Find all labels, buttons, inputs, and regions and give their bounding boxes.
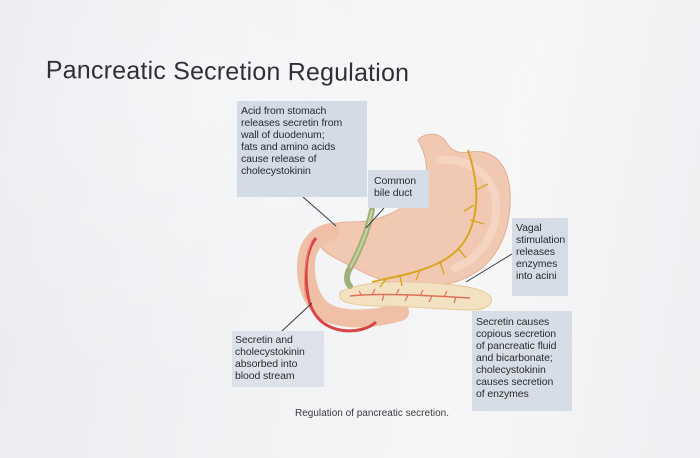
callout-secretin-absorbed-text: Secretin and cholecystokinin absorbed in… [235, 334, 305, 382]
blood-vessel-inner [303, 239, 313, 301]
stomach-highlight [436, 155, 501, 272]
pointer-acid [302, 196, 337, 227]
pointer-secretin-absorbed [281, 302, 313, 332]
callout-acid-secretin: Acid from stomach releases secretin from… [237, 101, 367, 197]
pancreatic-duct [349, 293, 471, 299]
callout-secretin-absorbed: Secretin and cholecystokinin absorbed in… [232, 331, 324, 387]
callout-common-bile-duct: Common bile duct [368, 170, 429, 208]
bile-duct-core [349, 209, 373, 269]
pointer-common [365, 207, 385, 229]
callout-common-bile-duct-text: Common bile duct [374, 175, 416, 199]
callout-vagal-text: Vagal stimulation releases enzymes into … [516, 222, 566, 282]
figure-caption: Regulation of pancreatic secretion. [295, 408, 449, 419]
callout-secretin-causes-text: Secretin causes copious secretion of pan… [476, 316, 557, 400]
vagal-nerve [371, 149, 478, 283]
callout-vagal-stimulation: Vagal stimulation releases enzymes into … [512, 218, 568, 296]
vagal-nerve-branches [379, 183, 489, 288]
pointer-vagal [465, 253, 513, 283]
callout-acid-text: Acid from stomach releases secretin from… [241, 105, 343, 177]
blood-vessel [304, 237, 378, 333]
pancreatic-duct-branches [358, 288, 457, 304]
callout-secretin-causes: Secretin causes copious secretion of pan… [472, 311, 572, 411]
